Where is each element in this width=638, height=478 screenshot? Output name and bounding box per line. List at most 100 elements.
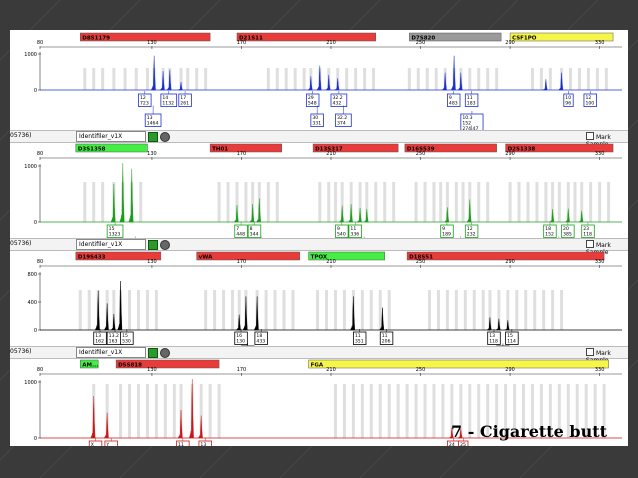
checkbox-box[interactable] (586, 240, 594, 248)
allele-bin (327, 182, 331, 222)
allele-bin (593, 384, 597, 438)
allele-bin (557, 182, 561, 222)
allele-call-text: 10 (565, 95, 571, 101)
trace-peak (495, 318, 501, 331)
allele-bin (244, 182, 248, 222)
x-tick-label: 210 (326, 151, 336, 157)
trace-peak (457, 428, 463, 439)
kit-dropdown[interactable]: Identifiler_v1X (76, 239, 146, 250)
allele-call-text: 11 (467, 95, 473, 101)
locus-name: D19S433 (78, 255, 106, 261)
trace-peak (316, 65, 322, 91)
x-tick-label: 170 (237, 367, 247, 373)
trace-peak (255, 198, 261, 223)
checkbox-box[interactable] (586, 132, 594, 140)
allele-call-text: 14 (162, 95, 168, 101)
y-tick-label: 0 (34, 88, 37, 94)
allele-bin (454, 182, 458, 222)
locus-bar (406, 251, 605, 261)
trace-peak (356, 207, 362, 223)
slide-caption: 7 - Cigarette butt (451, 422, 608, 441)
trace-peak (117, 280, 123, 331)
allele-bin (432, 182, 436, 222)
allele-bin (566, 182, 570, 222)
checkbox-box[interactable] (586, 348, 594, 356)
allele-bin (513, 384, 517, 438)
panel-settings-icon[interactable] (148, 240, 158, 250)
allele-bin (123, 68, 127, 90)
locus-name: CSF1PO (512, 36, 537, 42)
trace-peak (443, 207, 450, 223)
allele-bin (340, 182, 344, 222)
allele-bin (535, 182, 539, 222)
kit-dropdown[interactable]: Identifiler_v1X (76, 131, 146, 142)
allele-bin (486, 182, 490, 222)
trace-peak (548, 209, 555, 223)
allele-bin (396, 384, 400, 438)
allele-call-text: 163 (109, 338, 118, 344)
allele-bin (365, 182, 369, 222)
allele-call-text: 433 (256, 338, 265, 344)
x-tick-label: 290 (505, 151, 515, 157)
allele-bin (486, 384, 490, 438)
allele-bin (154, 290, 158, 330)
allele-bin (495, 384, 499, 438)
x-tick-label: 130 (147, 40, 157, 46)
trace-peak (233, 205, 239, 223)
kit-dropdown[interactable]: Identifiler_v1X (76, 347, 146, 358)
allele-bin (560, 290, 564, 330)
allele-bin (291, 290, 295, 330)
allele-bin (459, 384, 463, 438)
allele-bin (423, 182, 427, 222)
allele-bin (441, 384, 445, 438)
allele-call-box (106, 224, 124, 238)
allele-bin (517, 182, 521, 222)
allele-call-box (464, 93, 479, 107)
allele-call-text: 1464 (147, 120, 159, 126)
locus-bar (75, 143, 148, 153)
panel-settings-icon[interactable] (148, 348, 158, 358)
display-toggle-icon[interactable] (160, 348, 170, 358)
sample-bar-3: 05736) Identifiler_v1X Mark Sample (10, 346, 628, 364)
trace-peak (578, 210, 584, 223)
locus-bar (209, 143, 283, 153)
display-toggle-icon[interactable] (160, 132, 170, 142)
allele-bin (333, 384, 337, 438)
allele-call-box (583, 93, 597, 107)
x-tick-label: 80 (37, 367, 43, 373)
allele-bin (222, 290, 226, 330)
allele-call-text: 274.47 (462, 126, 478, 130)
allele-bin (293, 68, 297, 90)
locus-bar (75, 251, 162, 261)
locus-name: D3S1358 (78, 147, 106, 153)
allele-call-text: 540 (337, 231, 346, 237)
y-tick-label: 0 (34, 220, 37, 226)
allele-bin (87, 290, 91, 330)
allele-bin (602, 384, 606, 438)
allele-bin (204, 68, 208, 90)
allele-bin (481, 290, 485, 330)
allele-call-box (305, 93, 320, 107)
allele-bin (349, 182, 353, 222)
panel-settings-icon[interactable] (148, 132, 158, 142)
allele-bin (551, 182, 555, 222)
trace-peak (486, 317, 492, 331)
display-toggle-icon[interactable] (160, 240, 170, 250)
x-tick-label: 330 (595, 367, 605, 373)
locus-bar (196, 251, 300, 261)
locus-bar (80, 32, 211, 42)
allele-bin (432, 384, 436, 438)
allele-call-box (446, 93, 461, 107)
sample-bar-2: 05736) Identifiler_v1X Mark Sample (10, 238, 628, 256)
allele-bin (387, 384, 391, 438)
x-tick-label: 80 (37, 40, 43, 46)
allele-bin (136, 290, 140, 330)
locus-name: TH01 (212, 147, 228, 153)
trace-peak (177, 409, 183, 439)
allele-bin (264, 290, 268, 330)
allele-bin (445, 290, 449, 330)
locus-name: D8S1179 (82, 36, 110, 42)
trace-peak (466, 199, 472, 223)
allele-call-box (330, 93, 348, 107)
